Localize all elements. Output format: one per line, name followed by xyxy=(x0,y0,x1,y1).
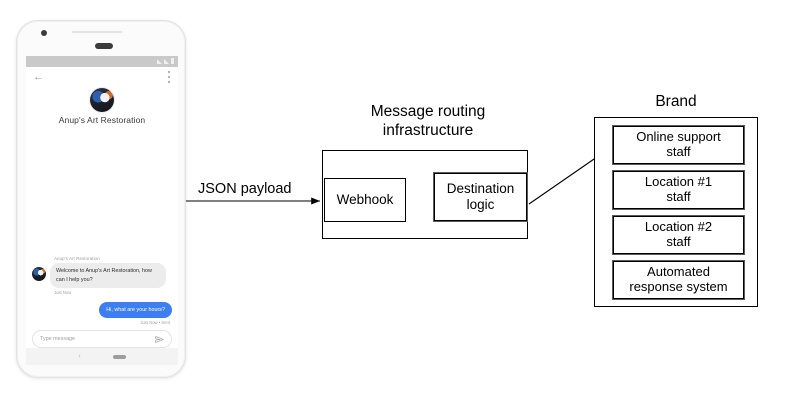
wifi-icon xyxy=(164,59,169,64)
conversation-thread: Anup's Art Restoration Welcome to Anup's… xyxy=(26,256,178,348)
brand-item-location-2-staff[interactable]: Location #2 staff xyxy=(612,215,745,255)
brand-item-2-line1: Location #2 xyxy=(644,219,713,235)
message-avatar xyxy=(32,267,46,282)
incoming-message-bubble: Welcome to Anup's Art Restoration, how c… xyxy=(50,263,166,288)
message-input-placeholder[interactable]: Type message xyxy=(40,336,76,342)
business-name: Anup's Art Restoration xyxy=(58,115,146,125)
node-destination-logic-label-line1: Destination xyxy=(446,181,515,197)
brand-item-automated-response-system[interactable]: Automated response system xyxy=(612,260,745,300)
phone-screen: ← Anup's Art Restoration Anup's Art Rest… xyxy=(26,56,178,348)
phone-mockup: ← Anup's Art Restoration Anup's Art Rest… xyxy=(16,20,186,378)
node-destination-logic-label-line2: logic xyxy=(466,197,495,212)
brand-title: Brand xyxy=(655,93,697,110)
status-bar xyxy=(26,56,178,67)
nav-back-icon[interactable]: ‹ xyxy=(78,353,81,360)
infrastructure-title-line1: Message routing xyxy=(370,103,486,120)
android-nav-bar: ‹ xyxy=(26,348,178,365)
kebab-menu-icon[interactable] xyxy=(168,71,170,83)
node-webhook-label: Webhook xyxy=(336,192,394,208)
brand-item-3-line1: Automated xyxy=(647,264,710,280)
business-avatar xyxy=(90,88,114,112)
message-composer[interactable]: Type message xyxy=(32,330,172,348)
app-bar: ← xyxy=(26,67,178,87)
nav-home-pill[interactable] xyxy=(112,354,126,359)
outgoing-message-bubble: Hi, what are your hours? xyxy=(99,301,172,318)
outgoing-message-timestamp: Just Now • Sent xyxy=(140,320,170,325)
infrastructure-title: Message routing infrastructure xyxy=(358,102,498,141)
brand-item-0-line1: Online support xyxy=(636,129,721,145)
brand-item-1-line1: Location #1 xyxy=(644,174,713,190)
outgoing-message-row: Hi, what are your hours? xyxy=(32,301,172,318)
message-sender-label: Anup's Art Restoration xyxy=(54,256,100,262)
status-bar-icons xyxy=(157,58,174,64)
brand-item-2-line2: staff xyxy=(666,234,691,249)
brand-item-3-line2: response system xyxy=(629,279,728,294)
proximity-sensor xyxy=(72,31,122,33)
front-camera-icon xyxy=(41,30,47,36)
brand-item-0-line2: staff xyxy=(666,144,691,159)
node-destination-logic[interactable]: Destination logic xyxy=(433,172,528,222)
node-webhook[interactable]: Webhook xyxy=(324,178,406,222)
signal-icon xyxy=(157,59,162,64)
business-header: Anup's Art Restoration xyxy=(26,87,178,125)
infrastructure-title-line2: infrastructure xyxy=(382,122,474,140)
earpiece-speaker xyxy=(95,43,113,49)
brand-item-location-1-staff[interactable]: Location #1 staff xyxy=(612,170,745,210)
brand-item-1-line2: staff xyxy=(666,189,691,204)
incoming-message-row: Welcome to Anup's Art Restoration, how c… xyxy=(32,263,172,288)
incoming-message-timestamp: Just Now xyxy=(54,289,72,295)
back-arrow-icon[interactable]: ← xyxy=(33,71,44,83)
send-icon[interactable] xyxy=(155,335,164,344)
battery-icon xyxy=(171,58,174,64)
brand-item-online-support-staff[interactable]: Online support staff xyxy=(612,125,745,165)
phone-top-bezel xyxy=(17,21,185,55)
json-payload-label: JSON payload xyxy=(198,181,292,197)
